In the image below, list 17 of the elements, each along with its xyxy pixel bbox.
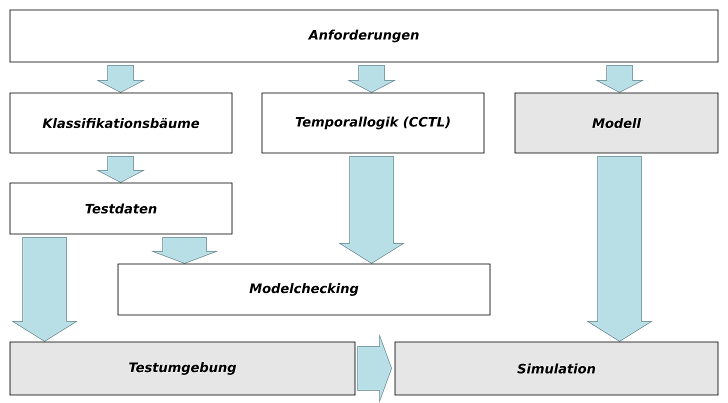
process-box: Anforderungen (10, 10, 718, 62)
process-box: Temporallogik (CCTL) (262, 92, 484, 154)
process-box: Testdaten (10, 182, 232, 234)
block-arrow (357, 334, 392, 403)
block-arrow (12, 237, 78, 342)
process-box: Modelchecking (118, 264, 490, 316)
process-box: Modell (514, 92, 718, 154)
process-box: Testumgebung (10, 342, 356, 396)
process-box: Klassifikationsbäume (10, 92, 232, 154)
block-arrow (595, 65, 644, 93)
block-arrow (338, 156, 405, 264)
block-arrow (347, 65, 396, 93)
process-box: Simulation (394, 342, 718, 396)
block-arrow (96, 65, 145, 93)
block-arrow (96, 156, 145, 183)
block-arrow (586, 156, 653, 342)
block-arrow (150, 237, 218, 264)
